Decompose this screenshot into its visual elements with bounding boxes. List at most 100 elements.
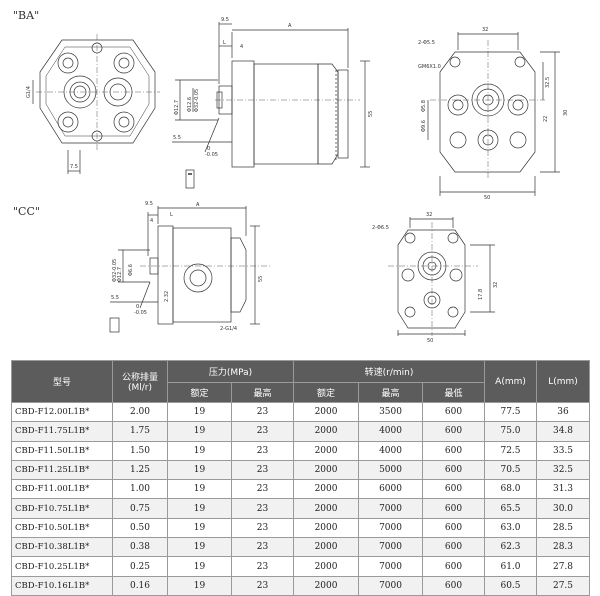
- ba-rear-view: [427, 32, 560, 196]
- cell-model: CBD-F11.75L1B*: [11, 421, 113, 442]
- technical-drawings: G1/4 7.5 9.5 A L 4 Φ12.7 Φ12.6 Φ32-0.05 …: [26, 17, 569, 344]
- dim-cc-side-dinner: Φ6.6: [128, 264, 134, 276]
- cell-l: 27.8: [536, 556, 591, 577]
- cell-model: CBD-F10.25L1B*: [11, 556, 113, 577]
- cell-p-rated: 19: [167, 421, 232, 442]
- cell-p-max: 23: [230, 556, 295, 577]
- dim-ba-side-a: A: [288, 23, 292, 29]
- cell-s-rated: 2000: [293, 401, 360, 423]
- dim-ba-rear-h: 32.5: [545, 77, 551, 88]
- cell-s-rated: 2000: [293, 498, 360, 519]
- cell-s-rated: 2000: [293, 556, 360, 577]
- dim-cc-rear-h: 32: [493, 282, 499, 288]
- cell-s-min: 600: [422, 440, 486, 461]
- dim-ba-side-five: 5.5: [173, 135, 181, 141]
- spec-table: 型号 公称排量 (Ml/r) 压力(MPa) 转速(r/min) A(mm) L…: [11, 360, 591, 596]
- cell-s-min: 600: [422, 479, 486, 500]
- dim-ba-side-dinner: Φ12.6: [187, 97, 193, 112]
- table-row: CBD-F11.75L1B* 1.75 19 23 2000 4000 600 …: [11, 421, 591, 442]
- cell-disp: 0.75: [112, 498, 168, 519]
- table-row: CBD-F10.16L1B* 0.16 19 23 2000 7000 600 …: [11, 575, 591, 596]
- header-pressure-max: 最高: [230, 382, 295, 403]
- header-speed: 转速(r/min): [293, 360, 486, 383]
- cell-disp: 1.25: [112, 459, 168, 481]
- cell-s-min: 600: [422, 537, 486, 558]
- header-speed-min: 最低: [422, 382, 486, 403]
- dim-cc-side-top: 9.5: [145, 201, 153, 207]
- cell-a: 65.5: [484, 498, 538, 519]
- cell-s-rated: 2000: [293, 459, 360, 481]
- cell-a: 70.5: [484, 459, 538, 481]
- dim-ba-rear-gm: GM6X1.0: [418, 64, 441, 70]
- cell-p-rated: 19: [167, 479, 232, 500]
- dim-ba-side-l: L: [223, 40, 226, 46]
- table-row: CBD-F11.25L1B* 1.25 19 23 2000 5000 600 …: [11, 459, 591, 481]
- dim-cc-side-tol-top: 0: [136, 304, 139, 310]
- header-a: A(mm): [484, 360, 538, 403]
- dim-ba-rear-h3: 22: [543, 116, 549, 122]
- cell-a: 60.5: [484, 575, 538, 596]
- cell-p-rated: 19: [167, 459, 232, 481]
- cell-model: CBD-F10.16L1B*: [11, 575, 113, 596]
- cell-model: CBD-F12.00L1B*: [11, 401, 113, 423]
- cell-s-max: 7000: [358, 537, 424, 558]
- dim-cc-side-m: 2.32: [164, 291, 170, 302]
- cell-p-max: 23: [230, 479, 295, 500]
- cell-disp: 0.16: [112, 575, 168, 596]
- dim-cc-side-five: 5.5: [111, 295, 119, 301]
- cell-p-rated: 19: [167, 575, 232, 596]
- cell-s-rated: 2000: [293, 440, 360, 461]
- cell-s-max: 7000: [358, 575, 424, 596]
- header-displacement-unit: (Ml/r): [127, 383, 153, 393]
- cell-l: 34.8: [536, 421, 591, 442]
- ba-front-view: [32, 34, 160, 174]
- cell-a: 63.0: [484, 517, 538, 539]
- table-row: CBD-F10.50L1B* 0.50 19 23 2000 7000 600 …: [11, 517, 591, 539]
- cell-disp: 1.50: [112, 440, 168, 461]
- cell-l: 27.5: [536, 575, 591, 596]
- dim-cc-side-dshaft: Φ12.7: [117, 267, 123, 282]
- dim-ba-side-len: 55: [368, 111, 374, 117]
- table-row: CBD-F11.00L1B* 1.00 19 23 2000 6000 600 …: [11, 479, 591, 500]
- cell-p-max: 23: [230, 459, 295, 481]
- dim-ba-rear-w: 32: [482, 27, 488, 33]
- cell-a: 77.5: [484, 401, 538, 423]
- cell-s-max: 5000: [358, 459, 424, 481]
- header-l: L(mm): [536, 360, 591, 403]
- cell-p-max: 23: [230, 421, 295, 442]
- dim-ba-rear-phi2: Φ5.8: [421, 100, 427, 112]
- cell-p-max: 23: [230, 537, 295, 558]
- dim-cc-side-len: 55: [258, 276, 264, 282]
- table-row: CBD-F12.00L1B* 2.00 19 23 2000 3500 600 …: [11, 401, 591, 423]
- cell-disp: 1.75: [112, 421, 168, 442]
- dim-ba-side-port: G1/4: [26, 86, 32, 98]
- cell-a: 62.3: [484, 537, 538, 558]
- dim-ba-side-four: 4: [240, 44, 243, 50]
- cell-s-min: 600: [422, 498, 486, 519]
- dim-cc-side-a: A: [196, 202, 200, 208]
- cell-s-rated: 2000: [293, 537, 360, 558]
- cell-s-max: 6000: [358, 479, 424, 500]
- header-model: 型号: [11, 360, 113, 403]
- dim-ba-side-dshaft: Φ12.7: [174, 100, 180, 115]
- dim-ba-side-top: 9.5: [221, 17, 229, 23]
- cell-p-max: 23: [230, 498, 295, 519]
- cell-model: CBD-F11.25L1B*: [11, 459, 113, 481]
- cell-p-max: 23: [230, 440, 295, 461]
- dim-cc-side-l: L: [170, 212, 173, 218]
- cell-s-min: 600: [422, 517, 486, 539]
- cell-s-max: 7000: [358, 556, 424, 577]
- cell-p-rated: 19: [167, 401, 232, 423]
- cell-p-rated: 19: [167, 498, 232, 519]
- cc-side-view: [109, 206, 270, 333]
- cell-s-min: 600: [422, 556, 486, 577]
- dim-ba-rear-holes: 2-Φ5.5: [418, 40, 435, 46]
- cell-s-max: 3500: [358, 401, 424, 423]
- header-pressure-rated: 额定: [167, 382, 232, 403]
- cell-s-min: 600: [422, 401, 486, 423]
- cell-p-max: 23: [230, 517, 295, 539]
- cell-l: 31.3: [536, 479, 591, 500]
- cell-disp: 0.38: [112, 537, 168, 558]
- cell-l: 36: [536, 401, 591, 423]
- dim-cc-side-tol-bot: -0.05: [134, 310, 147, 316]
